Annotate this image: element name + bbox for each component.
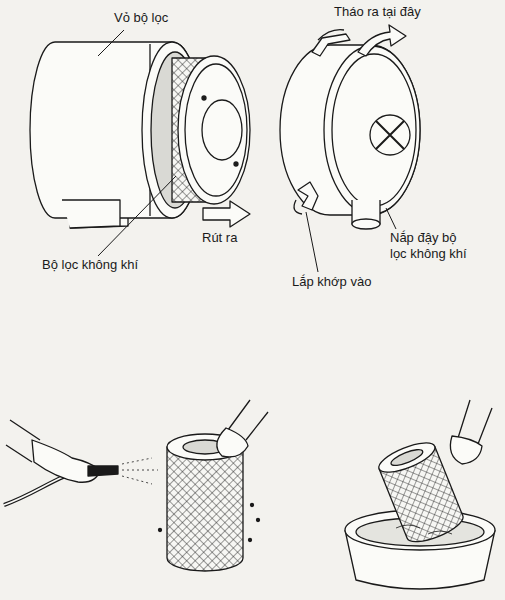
filter-cover (332, 54, 416, 206)
washing-scene (450, 436, 482, 464)
instruction-label: Tháo ra tại đây (332, 4, 423, 20)
washing-scene (389, 447, 424, 469)
washing-scene (396, 525, 452, 534)
instruction-label: Rút ra (200, 230, 239, 246)
air-blow-scene (122, 458, 158, 484)
remove-arrow (358, 25, 406, 56)
filter-cover (280, 45, 420, 215)
filter-cover (324, 46, 420, 214)
latch-clip (294, 30, 350, 214)
air-blow-scene (4, 400, 268, 571)
filter-housing (62, 200, 120, 228)
filter-element (202, 96, 206, 100)
illustration (4, 25, 495, 589)
air-blow-scene (88, 466, 118, 476)
leader-line (98, 30, 124, 56)
washing-scene (345, 400, 495, 589)
filter-cover (376, 121, 404, 149)
filter-element (172, 56, 250, 204)
latch-clip (294, 200, 302, 214)
latch-clip (298, 182, 318, 210)
latch-clip (318, 30, 344, 40)
part-label: Vỏ bộ lọc (112, 10, 170, 26)
latch-clip (312, 34, 350, 56)
filter-cover (352, 219, 380, 229)
air-blow-scene (249, 539, 252, 542)
filter-element (202, 100, 242, 160)
leader-line (98, 30, 396, 272)
instruction-label: Lắp khớp vào (290, 274, 373, 290)
air-blow-scene (251, 504, 254, 507)
air-blow-scene (159, 529, 162, 532)
leader-line (386, 208, 396, 229)
leader-line (306, 212, 318, 272)
pull-arrow (203, 201, 250, 227)
air-blow-scene (167, 447, 243, 571)
air-blow-scene (257, 519, 260, 522)
filter-element (185, 64, 247, 196)
filter-cover (370, 115, 410, 155)
filter-element (234, 162, 238, 166)
washing-scene (375, 437, 438, 478)
air-blow-scene (217, 428, 248, 457)
filter-element (178, 56, 250, 204)
filter-cover (280, 45, 420, 229)
part-label: Bộ lọc không khí (40, 257, 140, 273)
part-label: Nắp đậy bộ lọc không khí (388, 230, 472, 261)
leader-line (98, 176, 176, 256)
